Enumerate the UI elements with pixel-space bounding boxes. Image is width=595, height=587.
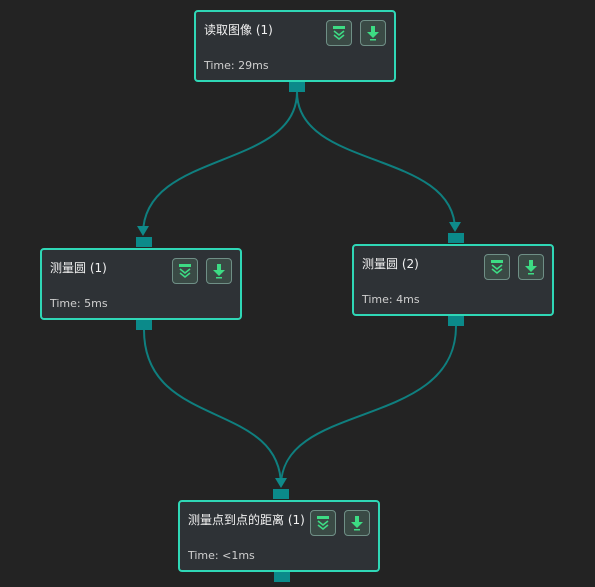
output-port-circle1[interactable]: [136, 320, 152, 330]
download-arrow-icon: [213, 264, 225, 279]
node-measure-circle-2[interactable]: 测量圆 (2) Time: 4ms: [352, 244, 554, 316]
double-chevron-down-icon: [491, 260, 503, 275]
node-time: Time: 29ms: [204, 59, 269, 72]
edge-circle1-to-distance: [143, 329, 282, 487]
double-chevron-down-icon: [317, 516, 329, 531]
edge-circle2-to-distance: [280, 325, 457, 487]
output-port-distance[interactable]: [274, 572, 290, 582]
download-arrow-icon: [367, 26, 379, 41]
output-port-circle2[interactable]: [448, 316, 464, 326]
double-chevron-down-icon: [179, 264, 191, 279]
node-measure-circle-1[interactable]: 测量圆 (1) Time: 5ms: [40, 248, 242, 320]
input-port-read-image[interactable]: [289, 82, 305, 92]
node-time: Time: 5ms: [50, 297, 108, 310]
run-button[interactable]: [206, 258, 232, 284]
download-arrow-icon: [351, 516, 363, 531]
node-title: 测量点到点的距离 (1): [188, 513, 305, 527]
download-arrow-icon: [525, 260, 537, 275]
collapse-button[interactable]: [484, 254, 510, 280]
collapse-button[interactable]: [172, 258, 198, 284]
node-point-distance[interactable]: 测量点到点的距离 (1) Time: <1ms: [178, 500, 380, 572]
collapse-button[interactable]: [310, 510, 336, 536]
double-chevron-down-icon: [333, 26, 345, 41]
run-button[interactable]: [518, 254, 544, 280]
node-title: 读取图像 (1): [204, 23, 273, 37]
edge-arrow-distance: [275, 478, 287, 488]
node-time: Time: <1ms: [188, 549, 255, 562]
edge-arrow-circle1: [137, 226, 149, 236]
collapse-button[interactable]: [326, 20, 352, 46]
node-title: 测量圆 (2): [362, 257, 419, 271]
input-port-circle1[interactable]: [136, 237, 152, 247]
node-title: 测量圆 (1): [50, 261, 107, 275]
run-button[interactable]: [360, 20, 386, 46]
input-port-circle2[interactable]: [448, 233, 464, 243]
node-read-image[interactable]: 读取图像 (1) Time: 29ms: [194, 10, 396, 82]
node-time: Time: 4ms: [362, 293, 420, 306]
edge-read-to-circle1: [142, 91, 298, 235]
edge-read-to-circle2: [296, 91, 456, 231]
run-button[interactable]: [344, 510, 370, 536]
edge-arrow-circle2: [449, 222, 461, 232]
input-port-distance[interactable]: [273, 489, 289, 499]
